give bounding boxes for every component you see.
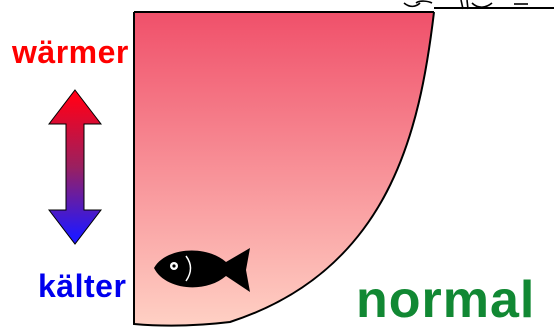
status-label: normal	[356, 274, 535, 326]
temperature-arrow-icon	[49, 90, 101, 244]
warmer-label: wärmer	[12, 36, 129, 68]
colder-label: kälter	[38, 270, 126, 302]
